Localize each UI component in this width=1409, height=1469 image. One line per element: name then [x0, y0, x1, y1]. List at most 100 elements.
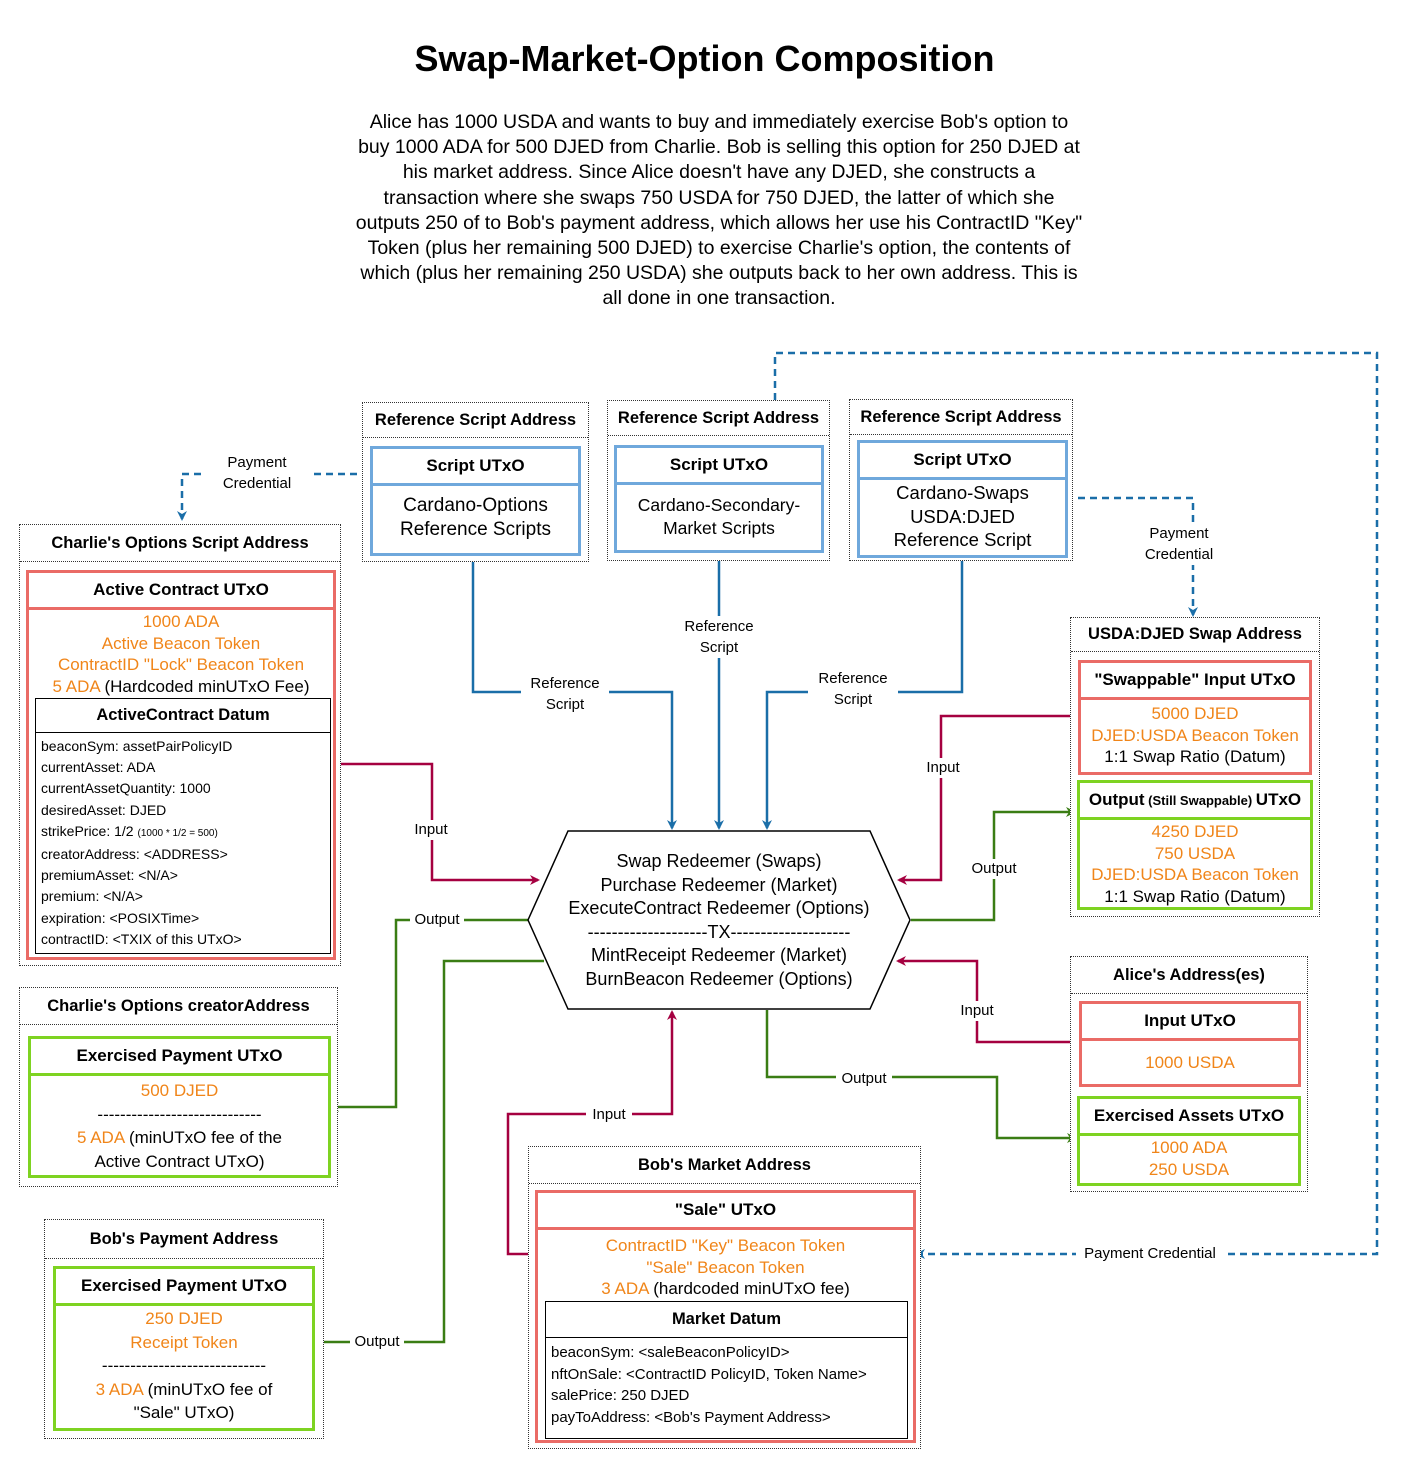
asset-line: 1000 USDA — [1145, 1053, 1235, 1072]
active-contract-utxo: Active Contract UTxO 1000 ADA Active Bea… — [26, 570, 336, 960]
input-arrow-swappable — [897, 714, 1077, 885]
output-label: Output — [836, 1069, 892, 1089]
box-header: "Swappable" Input UTxO — [1081, 663, 1309, 700]
fee-note: "Sale" UTxO) — [133, 1403, 235, 1422]
fee-note: (minUTxO fee of the — [124, 1128, 283, 1147]
output-label: Output — [966, 859, 1022, 879]
datum-field: premiumAsset: <N/A> — [41, 867, 178, 884]
datum-field: contractID: <TXIX of this UTxO> — [41, 930, 242, 947]
datum-field: desiredAsset: DJED — [41, 801, 167, 818]
asset-line: 1000 ADA — [1150, 1138, 1228, 1157]
exercised-assets-utxo: Exercised Assets UTxO 1000 ADA 250 USDA — [1077, 1096, 1301, 1186]
output-arrow-charlie — [329, 918, 537, 1112]
datum-field: nftOnSale: <ContractID PolicyID, Token N… — [551, 1365, 867, 1383]
strike-price-note: (1000 * 1/2 = 500) — [137, 827, 218, 839]
separator: ----------------------------- — [101, 1356, 267, 1375]
output-arrow-bob-payment — [312, 959, 544, 1347]
asset-line: 750 USDA — [1154, 843, 1236, 863]
asset-line: 250 DJED — [145, 1309, 223, 1328]
label-line: Reference — [818, 670, 888, 687]
asset-line: 250 USDA — [1148, 1159, 1230, 1179]
box-title: Output — [1088, 790, 1145, 809]
box-header: Output (Still Swappable) UTxO — [1080, 783, 1310, 820]
charlie-creator-address: Charlie's Options creatorAddress Exercis… — [19, 987, 338, 1187]
reference-script-address-options: Reference Script Address Script UTxO Car… — [362, 402, 589, 562]
asset-line: 4250 DJED — [1151, 822, 1239, 841]
datum-field: premium: <N/A> — [41, 888, 143, 905]
input-label: Input — [954, 1001, 1000, 1021]
swap-output-utxo: Output (Still Swappable) UTxO 4250 DJED … — [1077, 780, 1313, 910]
script-utxo-market: Script UTxO Cardano-Secondary- Market Sc… — [614, 445, 824, 553]
label-line: Payment — [1149, 525, 1209, 542]
box-title: UTxO — [1255, 790, 1302, 809]
usda-djed-swap-address: USDA:DJED Swap Address "Swappable" Input… — [1070, 617, 1320, 917]
fee-line: 3 ADA (minUTxO fee of — [56, 1378, 312, 1402]
asset-line: 1000 ADA — [142, 612, 220, 631]
input-label: Input — [408, 820, 454, 840]
region-header: Reference Script Address — [363, 403, 588, 438]
asset-line: 5000 DJED — [1151, 704, 1239, 723]
payment-credential-label: Payment Credential — [1127, 523, 1231, 565]
box-header: "Sale" UTxO — [538, 1193, 913, 1230]
region-header: Charlie's Options Script Address — [20, 525, 340, 562]
datum-field: beaconSym: <saleBeaconPolicyID> — [551, 1344, 790, 1361]
region-header: Bob's Market Address — [529, 1147, 920, 1184]
datum-field: currentAssetQuantity: 1000 — [41, 780, 211, 797]
fee-note: (hardcoded minUTxO fee) — [648, 1279, 850, 1298]
fee-amount: 5 ADA — [76, 1128, 125, 1147]
payment-credential-label: Payment Credential — [205, 452, 309, 494]
label-line: Script — [833, 691, 873, 708]
label-line: Reference — [530, 675, 600, 692]
tx-line: Swap Redeemer (Swaps) — [616, 851, 822, 871]
payment-credential-arrow-market — [773, 351, 1379, 1259]
fee-amount: 3 ADA — [601, 1279, 649, 1298]
datum-field: currentAsset: ADA — [41, 759, 156, 776]
fee-note: (minUTxO fee of — [142, 1379, 273, 1399]
input-label: Input — [920, 758, 966, 778]
fee-line: 5 ADA (Hardcoded minUTxO Fee) — [29, 676, 333, 698]
box-header: Active Contract UTxO — [29, 573, 333, 610]
label-line: Credential — [1144, 546, 1214, 563]
input-label: Input — [586, 1105, 632, 1125]
reference-script-label: Reference Script — [808, 668, 898, 710]
fee-note: Active Contract UTxO) — [94, 1151, 265, 1171]
script-name: Reference Script — [893, 529, 1032, 550]
box-header: Script UTxO — [373, 449, 578, 486]
region-header: Reference Script Address — [850, 400, 1072, 435]
tx-line: Purchase Redeemer (Market) — [600, 874, 838, 895]
tx-redeemers: Swap Redeemer (Swaps) Purchase Redeemer … — [528, 850, 910, 991]
payment-credential-arrow-swaps — [1066, 496, 1198, 617]
bob-market-address: Bob's Market Address "Sale" UTxO Contrac… — [528, 1146, 921, 1449]
charlie-exercised-payment-utxo: Exercised Payment UTxO 500 DJED --------… — [28, 1036, 331, 1178]
datum-header: Market Datum — [546, 1302, 907, 1338]
tx-separator: --------------------TX------------------… — [587, 921, 851, 942]
swappable-input-utxo: "Swappable" Input UTxO 5000 DJED DJED:US… — [1078, 660, 1312, 775]
reference-script-label: Reference Script — [521, 673, 609, 715]
payment-credential-label: Payment Credential — [1076, 1244, 1224, 1264]
tx-line: BurnBeacon Redeemer (Options) — [585, 968, 853, 989]
active-contract-datum: ActiveContract Datum beaconSym: assetPai… — [35, 698, 331, 954]
asset-line: DJED:USDA Beacon Token — [1091, 725, 1299, 745]
datum-line: 1:1 Swap Ratio (Datum) — [1104, 886, 1286, 906]
box-header: Exercised Payment UTxO — [31, 1039, 328, 1076]
script-name: Market Scripts — [663, 518, 775, 538]
asset-line: ContractID "Key" Beacon Token — [605, 1236, 846, 1255]
datum-field: payToAddress: <Bob's Payment Address> — [551, 1408, 831, 1426]
box-header: Exercised Payment UTxO — [56, 1269, 312, 1306]
script-name: Cardano-Secondary- — [637, 495, 801, 515]
label-line: Script — [699, 639, 739, 656]
label-line: Script — [545, 696, 585, 713]
separator: ----------------------------- — [97, 1104, 262, 1124]
datum-field: salePrice: 250 DJED — [551, 1387, 690, 1404]
market-datum: Market Datum beaconSym: <saleBeaconPolic… — [545, 1301, 908, 1439]
script-name: Cardano-Swaps — [896, 482, 1029, 503]
bob-exercised-payment-utxo: Exercised Payment UTxO 250 DJED Receipt … — [53, 1266, 315, 1431]
tx-line: MintReceipt Redeemer (Market) — [590, 945, 848, 965]
sale-utxo: "Sale" UTxO ContractID "Key" Beacon Toke… — [535, 1190, 916, 1443]
reference-script-label: Reference Script — [674, 616, 764, 658]
region-header: USDA:DJED Swap Address — [1071, 618, 1319, 652]
datum-field: beaconSym: assetPairPolicyID — [41, 738, 233, 754]
output-label: Output — [410, 910, 464, 930]
asset-line: Active Beacon Token — [101, 633, 261, 653]
